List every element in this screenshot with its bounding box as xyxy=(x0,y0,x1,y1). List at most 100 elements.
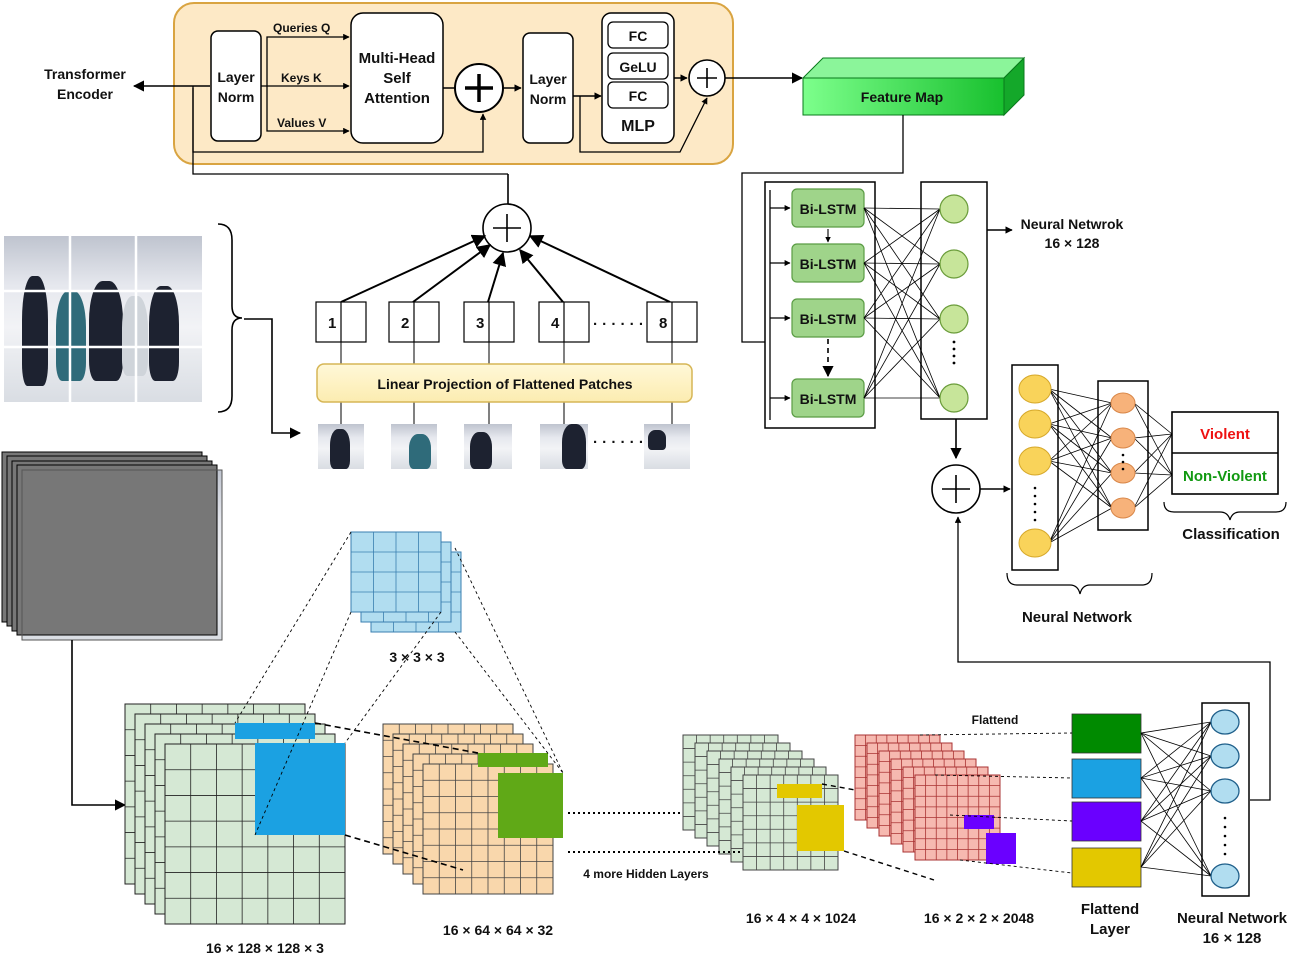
lstm-edge xyxy=(863,263,941,399)
ellipsis-dot xyxy=(1121,460,1125,464)
fc-box-1 xyxy=(607,21,669,49)
cnn-nn-edge xyxy=(1140,777,1212,792)
classifier-edge xyxy=(1048,402,1113,544)
non-violent-label: Non-Violent xyxy=(1183,468,1267,485)
classifier-edge xyxy=(1048,437,1113,462)
classifier-edge xyxy=(1048,402,1113,462)
classifier-nn-label: Neural Network xyxy=(1022,609,1133,626)
ellipsis-dot xyxy=(1121,467,1125,471)
flatten-link xyxy=(949,814,1073,822)
cnn-nn-edge xyxy=(1140,721,1212,734)
classifier-nodes xyxy=(1018,374,1136,558)
flattend-layer-label-2: Layer xyxy=(1090,921,1130,938)
layer-norm-1-text-a: Layer xyxy=(217,69,255,85)
classifier-node-l1 xyxy=(1018,409,1052,439)
feature-region xyxy=(797,805,844,851)
fc-box-2 xyxy=(607,81,669,109)
ellipsis-dot xyxy=(1033,486,1037,490)
linear-projection xyxy=(316,363,693,403)
flattend-layer-label-1: Flattend xyxy=(1081,901,1139,918)
classifier-node-l1 xyxy=(1018,446,1052,476)
cnn-nn-edge xyxy=(1140,866,1212,877)
bilstm-cell-label: Bi-LSTM xyxy=(800,256,857,272)
lstm-nodes xyxy=(939,194,969,413)
projection-line xyxy=(234,531,352,724)
projection-line xyxy=(254,611,352,836)
cnn-nn-edge xyxy=(1140,732,1212,757)
patch-number: 2 xyxy=(401,315,409,332)
classifier-edge xyxy=(1048,402,1113,425)
projection-line xyxy=(843,850,935,881)
cnn-nn-edge xyxy=(1140,777,1212,877)
mha-text-c: Attention xyxy=(364,90,430,107)
ellipsis-dot xyxy=(952,361,956,365)
classifier-node-l2 xyxy=(1110,392,1136,414)
classifier-edge xyxy=(1133,474,1173,509)
cnn-nn xyxy=(1140,709,1240,889)
feature-region-top xyxy=(777,784,822,798)
cnn-nn-edge xyxy=(1140,755,1212,779)
patch-thumb-3 xyxy=(464,424,512,469)
cnn-nn-node xyxy=(1210,778,1240,804)
cnn-nn-edge xyxy=(1140,732,1212,792)
flatten-link xyxy=(959,859,1073,874)
patch-grid-lines xyxy=(4,236,202,402)
ellipsis-dot xyxy=(952,347,956,351)
cnn-nn-label-2: 16 × 128 xyxy=(1203,930,1262,947)
cnn-nn-edge xyxy=(1140,820,1212,877)
bilstm-cell-label: Bi-LSTM xyxy=(800,201,857,217)
flatten-link xyxy=(919,732,1073,736)
fc-text-1: FC xyxy=(629,28,648,44)
violent-label: Violent xyxy=(1200,426,1250,443)
classification-label: Classification xyxy=(1182,526,1280,543)
cnn-nn-label-1: Neural Network xyxy=(1177,910,1288,927)
encoder-label-1: Transformer xyxy=(44,66,126,82)
feature-region xyxy=(498,773,563,838)
cnn-layer1-label: 16 × 128 × 128 × 3 xyxy=(206,940,324,956)
classifier-edge xyxy=(1048,472,1113,544)
ellipsis-dot xyxy=(1033,502,1037,506)
transformer-panel xyxy=(173,2,734,165)
ellipsis-dot xyxy=(952,340,956,344)
gelu-text: GeLU xyxy=(619,59,656,75)
lstm-node xyxy=(939,249,969,279)
encoder-label-2: Encoder xyxy=(57,86,114,102)
cnn-layer4-label: 16 × 2 × 2 × 2048 xyxy=(924,910,1034,926)
feature-region xyxy=(986,833,1016,864)
classifier-edge xyxy=(1048,388,1113,404)
mha-text-a: Multi-Head xyxy=(359,50,436,67)
patch-thumb-8 xyxy=(644,424,690,469)
lstm-edge xyxy=(863,318,941,399)
ellipsis-dot xyxy=(1223,816,1227,820)
flattened-unit xyxy=(1071,801,1142,842)
lstm-nn-label-1: Neural Netwrok xyxy=(1021,216,1124,232)
classifier-edge xyxy=(1048,437,1113,544)
cnn-nn-edge xyxy=(1140,732,1212,877)
cnn-nn-edge xyxy=(1140,755,1212,868)
cnn-nn-edge xyxy=(1140,721,1212,779)
classifier-edge xyxy=(1048,423,1113,474)
linear-projection-label: Linear Projection of Flattened Patches xyxy=(377,376,632,392)
flattened-unit xyxy=(1071,758,1142,799)
lstm-edge xyxy=(863,208,941,319)
feature-map: Feature Map xyxy=(801,56,1026,117)
ellipsis-dot xyxy=(1223,852,1227,856)
layer-norm-1 xyxy=(210,30,262,142)
feature-region-top xyxy=(478,753,548,767)
frame-stack-back xyxy=(1,451,218,636)
layer-norm-2-text-b: Norm xyxy=(530,91,567,107)
layer-norm-2-text-a: Layer xyxy=(529,71,567,87)
ellipsis-dot xyxy=(1223,825,1227,829)
classifier-edge xyxy=(1048,423,1113,509)
ellipsis-dot xyxy=(1033,518,1037,522)
cnn-nn-edge xyxy=(1140,790,1212,822)
flattened-unit xyxy=(1071,713,1142,754)
values-label: Values V xyxy=(277,116,326,130)
mha-text-b: Self xyxy=(383,70,412,87)
kernel-label: 3 × 3 × 3 xyxy=(389,649,444,665)
cnn-nn-edge xyxy=(1140,721,1212,868)
lstm-node xyxy=(939,304,969,334)
